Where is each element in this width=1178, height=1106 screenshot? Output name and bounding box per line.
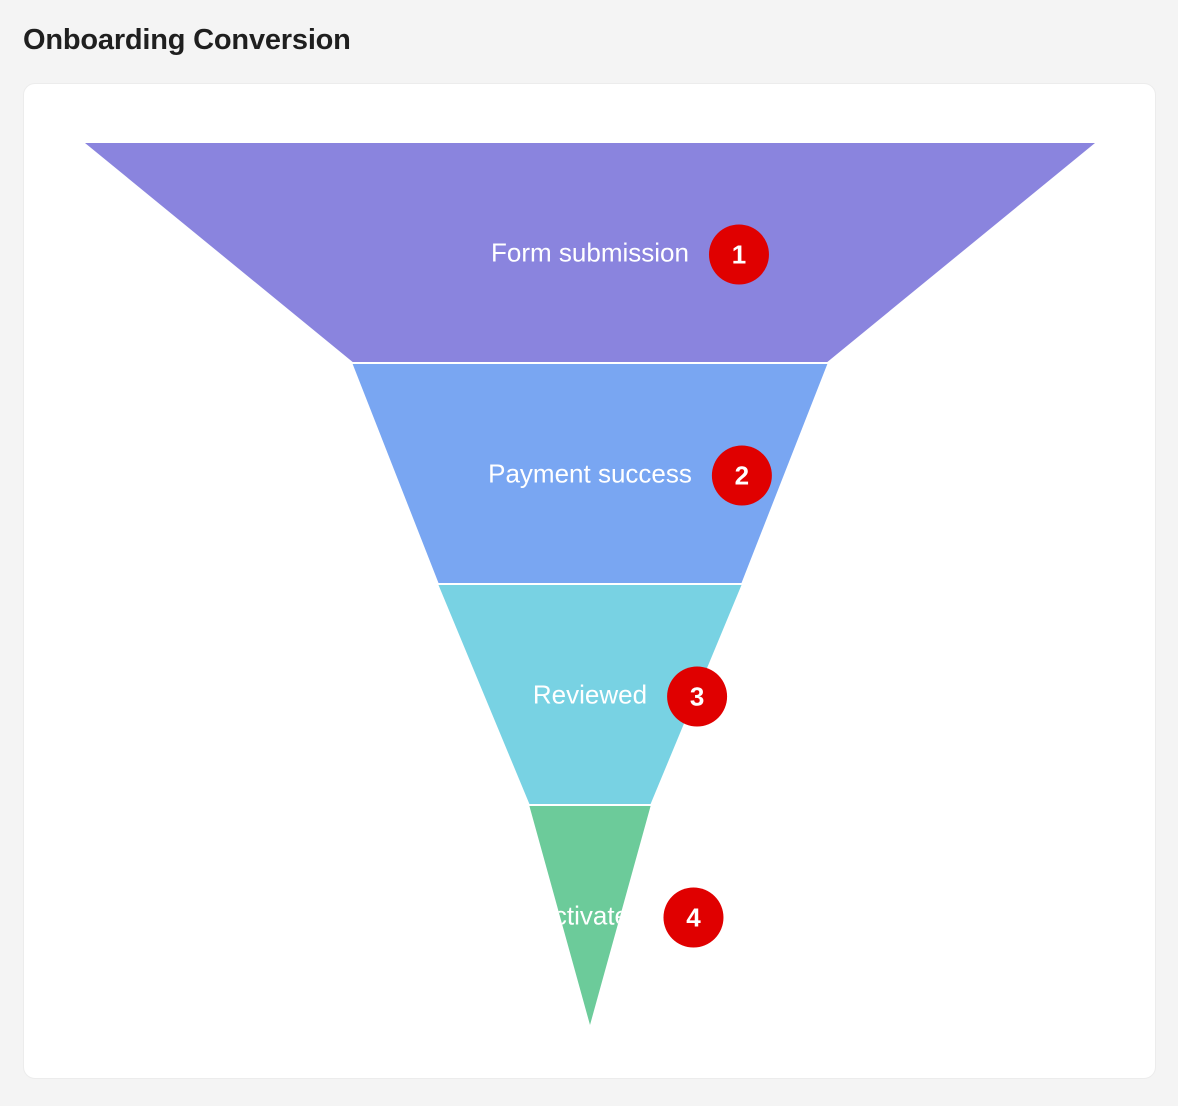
funnel-stage-label: Form submission [491, 238, 689, 268]
page-title: Onboarding Conversion [23, 24, 351, 56]
badge-circle [711, 445, 772, 506]
badge-circle [708, 224, 769, 285]
badge-number: 2 [735, 461, 749, 491]
funnel-segment[interactable] [352, 364, 828, 583]
badge-number: 4 [686, 903, 701, 933]
stage-number-badge: 4 [663, 887, 724, 948]
stage-number-badge: 2 [711, 445, 772, 506]
badge-circle [667, 666, 728, 727]
stage-number-badge: 3 [667, 666, 728, 727]
funnel-segment[interactable] [438, 585, 742, 804]
badge-circle [663, 887, 724, 948]
funnel-stage-label: Activated [537, 901, 644, 931]
funnel-segment[interactable] [85, 143, 1095, 362]
badge-number: 3 [690, 682, 704, 712]
funnel-stage-label: Payment success [488, 459, 692, 489]
funnel-segment[interactable] [529, 806, 651, 1025]
stage-number-badge: 1 [708, 224, 769, 285]
funnel-stage-label: Reviewed [533, 680, 647, 710]
badge-number: 1 [732, 240, 746, 270]
